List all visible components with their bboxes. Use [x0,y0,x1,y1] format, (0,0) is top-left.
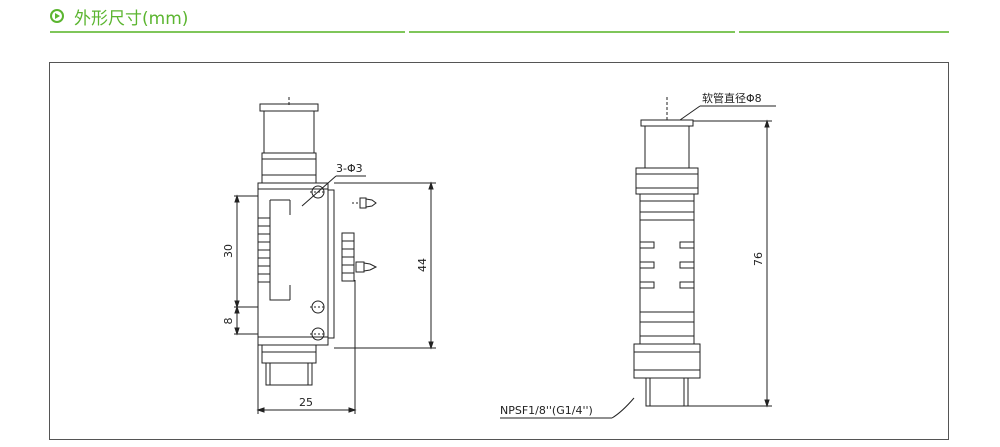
dim-44: 44 [416,258,429,272]
header-rule-2 [409,31,735,33]
nozzle-top [352,197,377,209]
drawing-frame [49,62,949,440]
dim-76: 76 [752,252,765,266]
dim-8: 8 [222,318,235,325]
nozzle-bottom [355,261,378,273]
dim-25: 25 [299,396,313,409]
thread-label: NPSF1/8''(G1/4'') [500,404,593,417]
side-view [500,97,776,419]
header-rule-1 [50,31,405,33]
section-title: 外形尺寸(mm) [74,8,189,29]
header-rule-3 [739,31,949,33]
dim-30: 30 [222,244,235,258]
hole-label: 3-Φ3 [336,162,363,175]
circle-arrow-right-icon [50,9,64,23]
section-header: 外形尺寸(mm) [50,0,188,32]
front-view [234,97,436,414]
tube-label: 软管直径Φ8 [702,91,762,105]
